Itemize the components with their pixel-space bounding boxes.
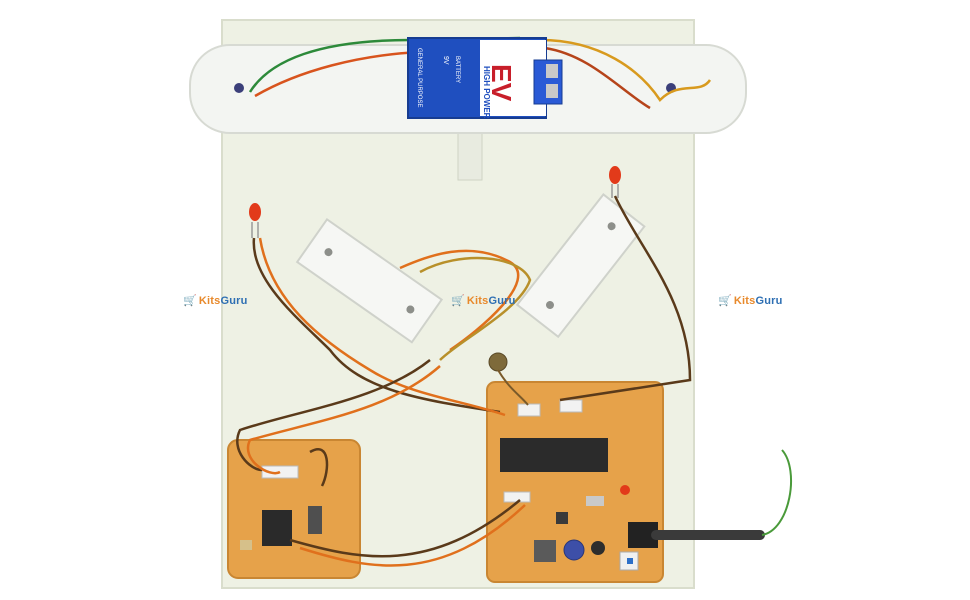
pcb-right [486,381,664,583]
shopping-cart-icon: 🛒 [183,295,197,307]
watermark-center: 🛒KitsGuru [451,294,516,307]
battery-voltage: 9V [442,56,449,65]
watermark-brand-a: Kits [733,295,756,307]
wire [246,365,441,475]
power-cable-wire [761,449,793,536]
wire [236,359,431,472]
shopping-cart-icon: 🛒 [718,295,732,307]
watermark-brand-a: Kits [198,295,221,307]
battery-brand: EV [486,64,517,102]
ir-sensor-left [234,83,244,93]
wire [252,237,501,414]
wire [299,504,526,567]
capacitor [563,539,585,561]
pcb-left [227,439,361,579]
wire [309,448,329,487]
wire [544,46,651,110]
led-left [249,203,261,238]
wire [559,195,692,402]
wire [419,256,532,361]
watermark-brand-a: Kits [466,295,489,307]
microcontroller [500,438,608,472]
watermark-right: 🛒KitsGuru [718,294,783,307]
battery-bottom-text: BATTERY [454,56,460,83]
stand-post [457,127,483,181]
wire [539,38,712,102]
watermark-brand-b: Guru [220,295,248,307]
battery-side-text: GENERAL PURPOSE [416,48,422,107]
watermark-brand-b: Guru [488,295,516,307]
plate-right [515,193,646,339]
plate-left [295,217,444,344]
watermark-brand-b: Guru [755,295,783,307]
led-right [609,166,621,198]
battery-power-label: HIGH POWER [482,66,491,119]
watermark-left: 🛒KitsGuru [183,294,248,307]
wire [497,369,529,406]
wire [258,237,506,417]
battery: EV HIGH POWER GENERAL PURPOSE 9V BATTERY [407,37,563,119]
wire [289,499,521,558]
buzzer [488,352,508,372]
wire [254,50,421,98]
shopping-cart-icon: 🛒 [451,295,465,307]
wire [248,36,521,93]
